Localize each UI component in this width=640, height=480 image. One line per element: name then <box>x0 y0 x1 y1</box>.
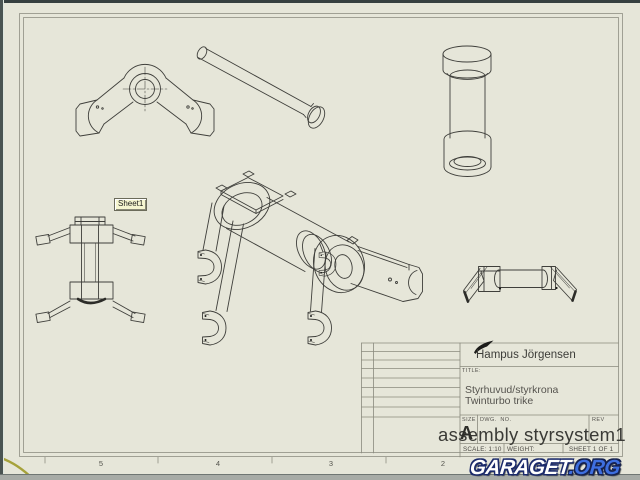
drawing-border-frame <box>19 13 623 464</box>
part-view-steering-crown[interactable] <box>75 63 215 137</box>
window-top-edge <box>0 0 640 3</box>
titleblock-drawing-number: assembly styrsystem1 <box>438 424 626 445</box>
part-view-head-tube[interactable] <box>442 45 492 177</box>
watermark-brand-text: GARAGET <box>468 456 571 479</box>
part-view-assembly-front[interactable] <box>35 216 146 324</box>
titleblock-size-label: SIZE <box>462 416 476 423</box>
titleblock-dwgno-label: DWG. NO. <box>480 416 512 423</box>
garaget-org-watermark: GARAGET.ORG <box>469 456 622 480</box>
zone-label-5: 5 <box>98 458 104 468</box>
zone-label-4: 4 <box>215 458 221 468</box>
window-bottom-edge <box>0 473 640 480</box>
sheet-tab-label[interactable]: Sheet1 <box>114 198 148 211</box>
titleblock-author: Hampus Jörgensen <box>476 349 576 361</box>
zone-label-3: 3 <box>328 458 334 468</box>
titleblock-title-line1: Styrhuvud/styrkrona <box>465 384 559 396</box>
part-view-assembly-isometric[interactable] <box>197 170 423 346</box>
part-view-steering-shaft[interactable] <box>195 45 328 131</box>
titleblock-title-line2: Twinturbo trike <box>465 394 534 407</box>
window-left-edge <box>0 0 3 480</box>
signature-pen-icon <box>474 340 494 354</box>
window-left-edge-highlight <box>2 0 4 480</box>
titleblock-rev-label: REV <box>592 416 605 423</box>
watermark-tld-text: .ORG <box>567 456 622 479</box>
titleblock-size-value: A <box>460 423 473 443</box>
part-view-assembly-top[interactable] <box>463 266 577 303</box>
titleblock-weight: WEIGHT: <box>507 445 535 453</box>
titleblock-title-label: TITLE: <box>462 368 481 374</box>
zone-label-2: 2 <box>440 458 446 468</box>
titleblock-sheet-of: SHEET 1 OF 1 <box>569 445 614 453</box>
titleblock-scale: SCALE: 1:10 <box>463 445 502 453</box>
